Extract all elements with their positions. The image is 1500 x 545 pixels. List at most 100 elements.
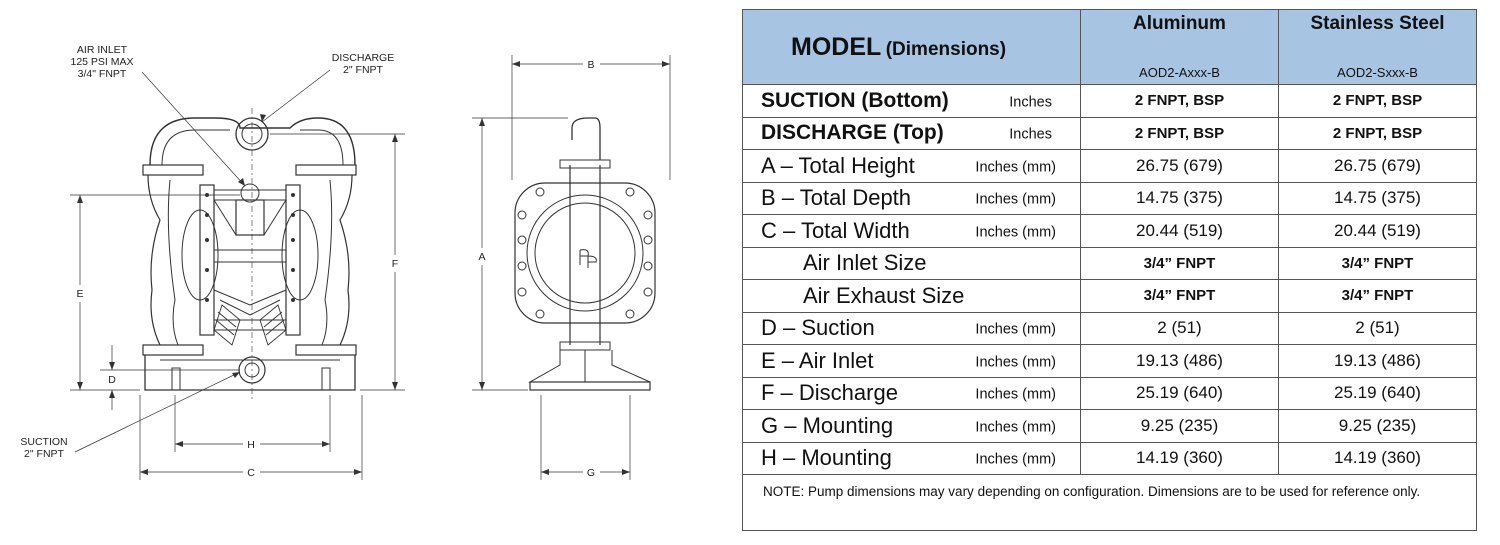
row-label: F – Discharge — [761, 380, 898, 406]
row-label-cell: B – Total Depth Inches (mm) — [742, 181, 1081, 215]
table-row: E – Air Inlet Inches (mm) 19.13 (486)19.13… — [742, 344, 1477, 378]
dim-c-label: C — [247, 467, 255, 479]
table-header-row: MODEL (Dimensions) Aluminum AOD2-Axxx-B … — [742, 9, 1477, 85]
row-label: G – Mounting — [761, 412, 894, 438]
row-unit: Inches (mm) — [975, 386, 1056, 403]
row-unit: Inches (mm) — [975, 191, 1056, 208]
aluminum-value: 2 FNPT, BSP — [1080, 84, 1279, 118]
row-label-cell: G – Mounting Inches (mm) — [742, 409, 1081, 443]
discharge-label-2: 2" FNPT — [343, 64, 383, 76]
table-row: C – Total Width Inches (mm) 20.44 (519)20.… — [742, 214, 1477, 248]
model-title: MODEL — [791, 32, 882, 61]
row-label-cell: E – Air Inlet Inches (mm) — [742, 344, 1081, 378]
suction-label-2: 2" FNPT — [24, 448, 64, 460]
row-label: A – Total Height — [761, 152, 915, 178]
stainless-value: 9.25 (235) — [1278, 409, 1477, 443]
row-unit: Inches (mm) — [975, 451, 1056, 468]
stainless-header: Stainless Steel AOD2-Sxxx-B — [1278, 9, 1477, 85]
aluminum-value: 25.19 (640) — [1080, 376, 1279, 410]
aluminum-value: 2 (51) — [1080, 311, 1279, 345]
row-unit: Inches (mm) — [975, 321, 1056, 338]
side-view — [514, 117, 656, 391]
dim-f-label: F — [392, 258, 398, 270]
aluminum-value: 9.25 (235) — [1080, 409, 1279, 443]
front-view — [142, 108, 357, 400]
stainless-value: 14.19 (360) — [1278, 441, 1477, 475]
row-label: SUCTION (Bottom) — [761, 88, 949, 112]
row-label: C – Total Width — [761, 217, 910, 243]
suction-label-1: SUCTION — [20, 436, 67, 448]
row-unit: Inches — [1009, 94, 1052, 111]
note-row: NOTE: Pump dimensions may vary depending… — [742, 474, 1477, 531]
aluminum-value: 14.75 (375) — [1080, 181, 1279, 215]
dimensions-table: MODEL (Dimensions) Aluminum AOD2-Axxx-B … — [742, 9, 1477, 531]
stainless-value: 2 FNPT, BSP — [1278, 116, 1477, 150]
row-label: DISCHARGE (Top) — [761, 121, 944, 145]
stainless-value: 14.75 (375) — [1278, 181, 1477, 215]
table-row: D – Suction Inches (mm) 2 (51)2 (51) — [742, 311, 1477, 345]
aluminum-value: 14.19 (360) — [1080, 441, 1279, 475]
aluminum-value: 2 FNPT, BSP — [1080, 116, 1279, 150]
aluminum-value: 26.75 (679) — [1080, 149, 1279, 183]
pump-dimension-drawing: AIR INLET 125 PSI MAX 3/4" FNPT DISCHARG… — [20, 44, 671, 480]
model-header: MODEL (Dimensions) — [742, 9, 1081, 85]
dim-b-label: B — [587, 59, 594, 71]
air-inlet-label-2: 125 PSI MAX — [70, 56, 133, 68]
row-label-cell: SUCTION (Bottom) Inches — [742, 84, 1081, 118]
dim-d-label: D — [108, 374, 116, 386]
discharge-label-1: DISCHARGE — [332, 52, 394, 64]
note-text: NOTE: Pump dimensions may vary depending… — [742, 474, 1477, 531]
stainless-code: AOD2-Sxxx-B — [1337, 65, 1418, 80]
aluminum-value: 19.13 (486) — [1080, 344, 1279, 378]
row-label-cell: D – Suction Inches (mm) — [742, 311, 1081, 345]
table-row: A – Total Height Inches (mm) 26.75 (679)26… — [742, 149, 1477, 183]
table-row: B – Total Depth Inches (mm) 14.75 (375)14.… — [742, 181, 1477, 215]
row-label: B – Total Depth — [761, 185, 912, 211]
dim-a-label: A — [478, 251, 485, 263]
stainless-value: 19.13 (486) — [1278, 344, 1477, 378]
row-unit: Inches (mm) — [975, 159, 1056, 176]
row-unit: Inches (mm) — [975, 419, 1056, 436]
dim-e-label: E — [76, 288, 83, 300]
stainless-value: 3/4” FNPT — [1278, 246, 1477, 280]
row-unit: Inches (mm) — [975, 354, 1056, 371]
stainless-value: 26.75 (679) — [1278, 149, 1477, 183]
air-inlet-label-3: 3/4" FNPT — [78, 68, 127, 80]
stainless-value: 2 (51) — [1278, 311, 1477, 345]
aluminum-value: 3/4” FNPT — [1080, 246, 1279, 280]
aluminum-header: Aluminum AOD2-Axxx-B — [1080, 9, 1279, 85]
stainless-value: 3/4” FNPT — [1278, 279, 1477, 313]
stainless-value: 25.19 (640) — [1278, 376, 1477, 410]
row-unit: Inches (mm) — [975, 224, 1056, 241]
row-unit: Inches — [1009, 126, 1052, 143]
dim-h-label: H — [247, 439, 255, 451]
row-label-cell: DISCHARGE (Top) Inches — [742, 116, 1081, 150]
aluminum-value: 20.44 (519) — [1080, 214, 1279, 248]
table-row: G – Mounting Inches (mm) 9.25 (235)9.25 (2… — [742, 409, 1477, 443]
table-row: F – Discharge Inches (mm) 25.19 (640)25.19… — [742, 376, 1477, 410]
row-label: D – Suction — [761, 315, 875, 341]
aluminum-code: AOD2-Axxx-B — [1139, 65, 1220, 80]
dim-g-label: G — [587, 467, 595, 479]
stainless-value: 20.44 (519) — [1278, 214, 1477, 248]
row-label-cell: C – Total Width Inches (mm) — [742, 214, 1081, 248]
aluminum-title: Aluminum — [1133, 13, 1226, 34]
model-subtitle: (Dimensions) — [885, 38, 1007, 60]
row-label: Air Exhaust Size — [803, 282, 965, 308]
row-label-cell: A – Total Height Inches (mm) — [742, 149, 1081, 183]
row-label: E – Air Inlet — [761, 347, 874, 373]
row-label: Air Inlet Size — [803, 250, 927, 276]
stainless-value: 2 FNPT, BSP — [1278, 84, 1477, 118]
aluminum-value: 3/4” FNPT — [1080, 279, 1279, 313]
air-inlet-label-1: AIR INLET — [77, 44, 128, 56]
row-label-cell: Air Inlet Size — [742, 246, 1081, 280]
row-label-cell: F – Discharge Inches (mm) — [742, 376, 1081, 410]
stainless-title: Stainless Steel — [1310, 13, 1445, 34]
row-label-cell: Air Exhaust Size — [742, 279, 1081, 313]
